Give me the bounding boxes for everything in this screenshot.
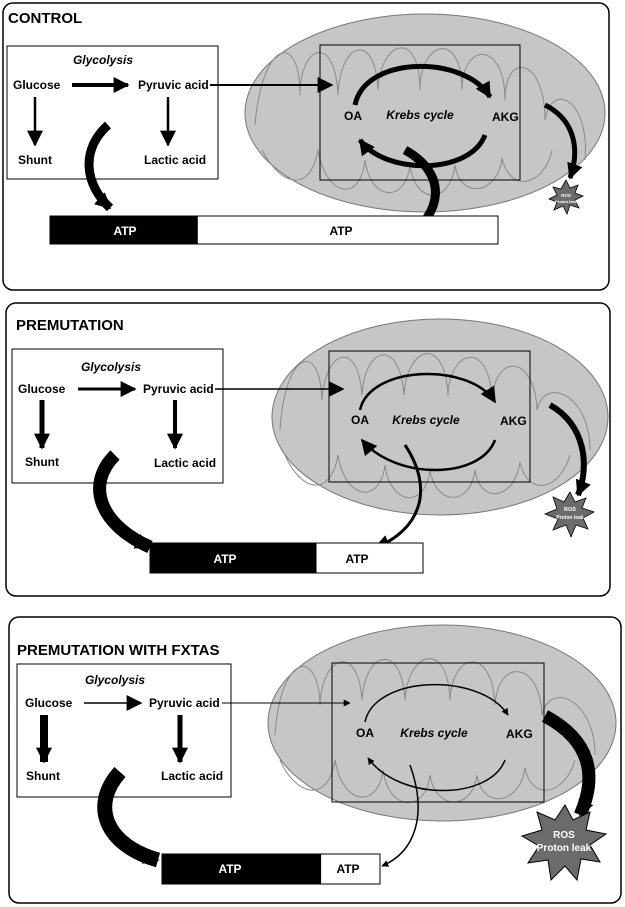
lactic-acid-label: Lactic acid xyxy=(144,153,206,167)
pyruvic-acid-label: Pyruvic acid xyxy=(143,382,214,396)
pyruvic-acid-label: Pyruvic acid xyxy=(138,78,209,92)
oa-label: OA xyxy=(351,413,369,427)
oa-label: OA xyxy=(344,109,362,123)
shunt-label: Shunt xyxy=(25,455,59,469)
krebs-cycle-label: Krebs cycle xyxy=(386,108,454,122)
ros-arrow xyxy=(541,710,596,818)
atp-bar: ATP ATP xyxy=(161,853,381,885)
atp-glycolytic-label: ATP xyxy=(218,862,241,876)
atp-glycolytic-segment xyxy=(50,216,198,244)
ros-label: ROS xyxy=(561,193,571,198)
panel-title: PREMUTATION xyxy=(16,317,124,334)
glycolysis-label: Glycolysis xyxy=(85,673,145,687)
ros-burst: ROS Proton leak xyxy=(520,804,608,882)
lactic-acid-label: Lactic acid xyxy=(161,769,223,783)
atp-mitochondrial-label: ATP xyxy=(336,862,359,876)
glycolysis-to-atp-arrow xyxy=(93,450,153,553)
krebs-cycle-label: Krebs cycle xyxy=(400,726,468,740)
akg-label: AKG xyxy=(506,727,533,741)
panel-premutation: PREMUTATION OA Krebs cycle AKG Glycolysi… xyxy=(5,302,611,597)
atp-mitochondrial-label: ATP xyxy=(329,224,352,238)
ros-label: ROS xyxy=(553,830,575,841)
atp-glycolytic-label: ATP xyxy=(113,224,136,238)
atp-glycolytic-label: ATP xyxy=(213,552,236,566)
panel-control: CONTROL OA Krebs cycle AKG Glycolysis Gl… xyxy=(2,2,610,291)
oa-label: OA xyxy=(356,726,374,740)
lactic-acid-label: Lactic acid xyxy=(154,456,216,470)
proton-leak-label: Proton leak xyxy=(556,515,583,521)
glucose-label: Glucose xyxy=(13,78,61,92)
glucose-label: Glucose xyxy=(25,696,73,710)
proton-leak-label: Proton leak xyxy=(537,843,592,854)
glycolysis-label: Glycolysis xyxy=(81,360,141,374)
panel-title: PREMUTATION WITH FXTAS xyxy=(17,642,219,659)
krebs-arrow-top xyxy=(358,372,497,411)
krebs-box xyxy=(319,44,521,181)
krebs-box xyxy=(331,662,545,803)
krebs-arrow-bottom xyxy=(360,438,497,472)
krebs-to-atp-arrow xyxy=(373,444,422,551)
ros-label: ROS xyxy=(564,507,576,513)
shunt-label: Shunt xyxy=(18,153,52,167)
pyruvic-acid-label: Pyruvic acid xyxy=(149,696,220,710)
mitochondrion-membrane xyxy=(267,624,617,822)
krebs-arrow-bottom xyxy=(367,757,506,792)
krebs-to-atp-arrow xyxy=(381,764,419,867)
glycolysis-box xyxy=(16,663,232,798)
ros-burst: ROS Proton leak xyxy=(543,491,595,539)
glycolysis-label: Glycolysis xyxy=(73,53,133,67)
atp-glycolytic-segment xyxy=(150,543,317,573)
atp-glycolytic-segment xyxy=(162,854,322,884)
akg-label: AKG xyxy=(492,110,519,124)
shunt-label: Shunt xyxy=(26,769,60,783)
mitochondrion-membrane xyxy=(244,13,606,213)
krebs-arrow-top xyxy=(352,63,493,106)
panel-premutation-fxtas: PREMUTATION WITH FXTAS OA Krebs cycle AK… xyxy=(8,616,622,904)
mitochondrion xyxy=(244,13,606,213)
krebs-cycle-label: Krebs cycle xyxy=(392,413,460,427)
akg-label: AKG xyxy=(500,414,527,428)
ros-arrow xyxy=(543,102,583,180)
atp-bar: ATP ATP xyxy=(49,215,499,245)
cristae xyxy=(274,658,596,804)
proton-leak-label: Proton leak xyxy=(555,199,578,204)
ros-burst: ROS Proton leak xyxy=(548,179,584,216)
glycolysis-to-atp-arrow xyxy=(84,121,114,212)
krebs-box xyxy=(328,350,531,483)
mitochondrion xyxy=(267,624,617,822)
glycolysis-to-atp-arrow xyxy=(97,766,161,868)
krebs-arrow-top xyxy=(364,683,509,723)
panel-title: CONTROL xyxy=(8,10,82,27)
atp-bar: ATP ATP xyxy=(149,542,424,574)
atp-mitochondrial-label: ATP xyxy=(345,552,368,566)
glucose-label: Glucose xyxy=(18,382,66,396)
glycolysis-box xyxy=(6,45,219,180)
ros-arrow xyxy=(548,402,591,497)
